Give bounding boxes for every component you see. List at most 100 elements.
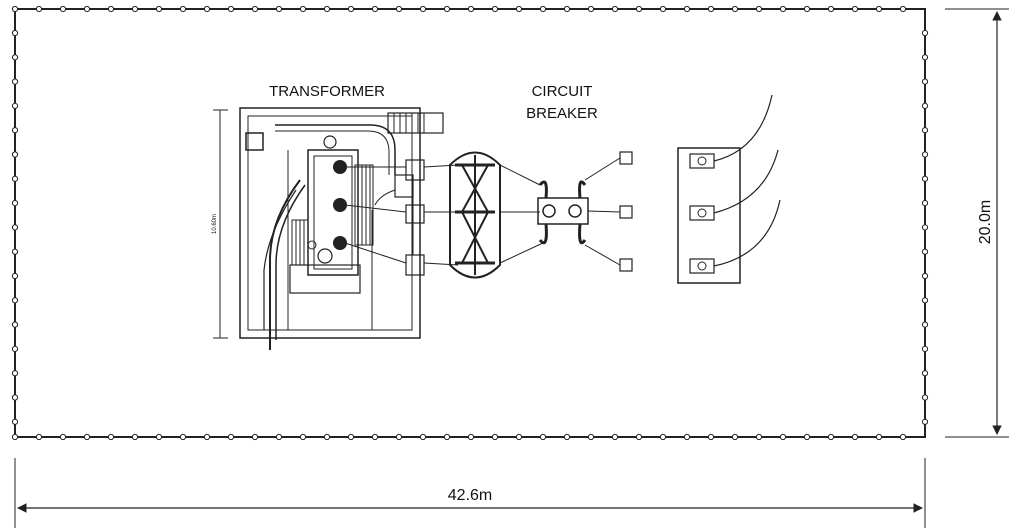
fence-post [491,433,499,441]
fence-post [395,433,403,441]
fence-post [395,5,403,13]
fence-post [467,433,475,441]
transformer-breaker-links [344,164,459,266]
fence-post [59,433,67,441]
fence-post [851,433,859,441]
fence-post [59,5,67,13]
fence-post [921,248,929,255]
fence-post [11,418,19,425]
fence-post [827,5,835,13]
fence-post [179,433,187,441]
fence-post [371,433,379,441]
fence-post [203,5,211,13]
fence-post [155,5,163,13]
fence-post [11,29,19,37]
height-dimension-label: 20.0m [977,200,994,244]
fence-post [107,5,115,13]
fence-post [707,5,715,13]
fence-post [539,5,547,13]
transformer-label: TRANSFORMER [269,83,385,100]
fence-post [11,175,19,182]
fence-post [921,29,929,37]
transformer-unit [213,107,444,350]
fence-post [275,5,283,13]
fence-post [347,433,355,441]
fence-post [803,433,811,441]
circuit-breaker-label-line2: BREAKER [526,105,598,122]
fence-post [227,433,235,441]
fence-post [921,78,929,85]
fence-post [11,151,19,158]
fence-post [755,5,763,13]
fence-post [827,433,835,441]
fence-post [11,433,19,441]
width-dimension: 42.6m [14,458,926,528]
fence-post [587,433,595,441]
fence-post [921,151,929,158]
circuit-breaker-unit [449,151,633,279]
fence-post [11,102,19,110]
fence-post [515,5,523,13]
fence-post [921,54,929,61]
fence-post [11,370,19,377]
fence-post [83,433,91,441]
height-dimension: 20.0m [945,8,1009,438]
fence-post [659,433,667,441]
fence-post [921,321,929,328]
fence-post [563,5,571,13]
fence-post [779,433,787,441]
fence-post [11,78,19,85]
fence-post [11,321,19,328]
fence-post [539,433,547,441]
fence-post [131,433,139,441]
fence-post [371,5,379,13]
fence-post [299,433,307,441]
fence-post [803,5,811,13]
fence-post [659,5,667,13]
fence-post [683,5,691,13]
fence-perimeter [11,5,929,441]
fence-post [11,248,19,255]
fence-post [35,5,43,13]
fence-post [323,433,331,441]
fence-post [921,127,929,134]
fence-post [11,297,19,304]
fence-post [11,200,19,207]
fence-post [611,433,619,441]
fence-post [921,297,929,304]
fence-post [323,5,331,13]
fence-post [443,5,451,13]
fence-post [299,5,307,13]
fence-post [921,175,929,182]
fence-post [251,433,259,441]
fence-post [11,54,19,61]
fence-post [683,433,691,441]
fence-post [875,5,883,13]
fence-post [11,394,19,401]
fence-post [731,433,739,441]
fence-post [899,5,907,13]
fence-post [347,5,355,13]
fence-post [35,433,43,441]
fence-post [491,5,499,13]
fence-post [875,433,883,441]
fence-post [203,433,211,441]
fence-post [779,5,787,13]
fence-post [921,345,929,352]
fence-post [251,5,259,13]
fence-post [467,5,475,13]
fence-post [611,5,619,13]
width-dimension-label: 42.6m [448,487,492,504]
fence-posts [11,5,929,441]
fence-post [635,433,643,441]
fence-post [921,370,929,377]
fence-post [11,272,19,280]
fence-post [107,433,115,441]
fence-post [419,433,427,441]
fence-post [921,200,929,207]
fence-post [587,5,595,13]
fence-post [755,433,763,441]
fence-post [851,5,859,13]
fence-post [921,224,929,231]
